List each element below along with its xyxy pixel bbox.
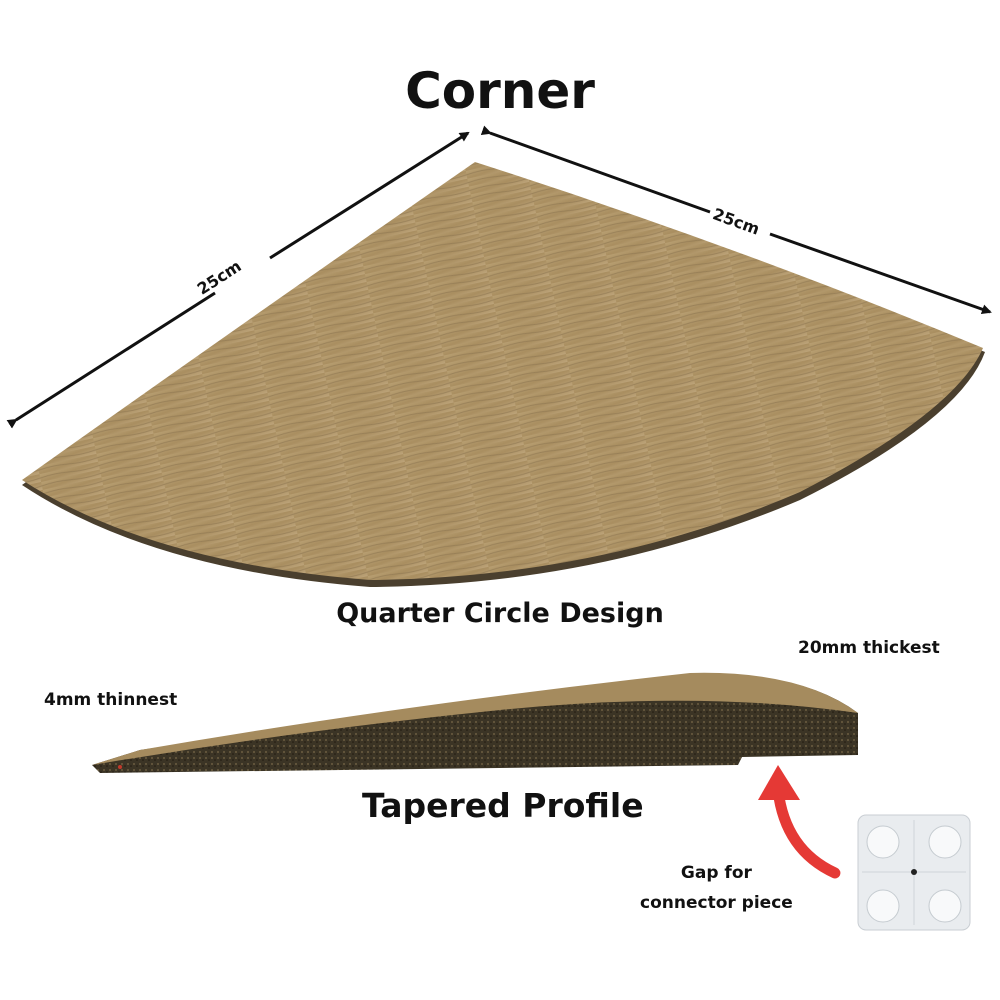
quarter-circle-caption: Quarter Circle Design — [336, 598, 664, 629]
thickest-label: 20mm thickest — [798, 638, 940, 658]
connector-piece — [857, 814, 971, 931]
connector-gap-label: Gap for connector piece — [640, 858, 793, 918]
connector-gap-line1: Gap for — [680, 863, 752, 883]
title-corner: Corner — [405, 62, 595, 120]
shelf-top-view — [22, 162, 985, 587]
dimension-arrow-left — [6, 131, 470, 429]
connector-gap-line2: connector piece — [640, 893, 793, 913]
thinnest-label: 4mm thinnest — [44, 690, 178, 710]
dimension-arrow-right — [480, 125, 992, 315]
red-curved-arrow-icon — [758, 765, 841, 879]
tapered-profile-caption: Tapered Profile — [362, 786, 644, 825]
shelf-side-profile — [92, 672, 858, 773]
